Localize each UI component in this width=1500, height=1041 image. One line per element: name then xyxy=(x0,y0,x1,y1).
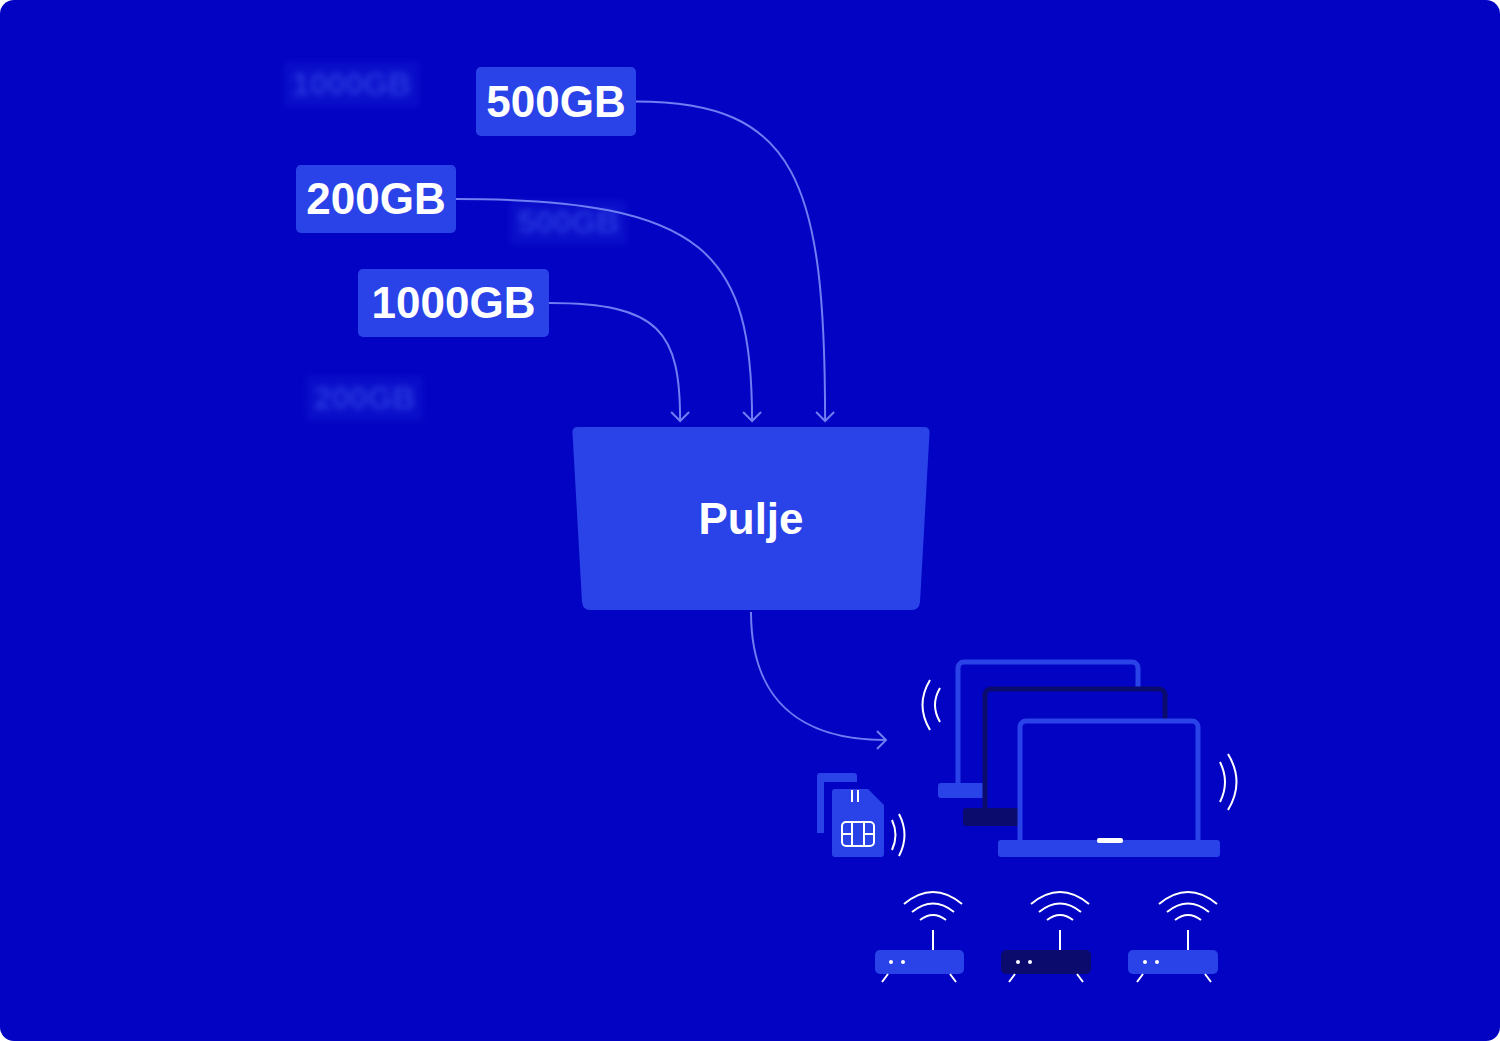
flow-connector xyxy=(636,102,834,422)
signal-waves xyxy=(892,680,1237,856)
data-package-box: 500GB xyxy=(476,67,636,136)
output-arrow xyxy=(751,612,886,749)
package-size: 500GB xyxy=(486,77,625,127)
package-size: 1000GB xyxy=(372,278,536,328)
blurred-package: 500GB xyxy=(510,200,627,245)
data-package-box: 1000GB xyxy=(358,269,549,337)
flow-connector xyxy=(549,303,689,421)
sim-card-icon xyxy=(817,773,884,857)
package-size: 200GB xyxy=(306,174,445,224)
data-package-box: 200GB xyxy=(296,165,456,233)
pool-trapezoid: Pulje xyxy=(572,427,930,610)
laptop-icon xyxy=(998,721,1220,857)
router-icon xyxy=(875,892,964,982)
router-icon xyxy=(1001,892,1091,982)
pool-title: Pulje xyxy=(698,494,803,544)
router-icon xyxy=(1128,892,1218,982)
blurred-package: 200GB xyxy=(306,376,423,421)
blurred-package: 1000GB xyxy=(284,62,419,107)
